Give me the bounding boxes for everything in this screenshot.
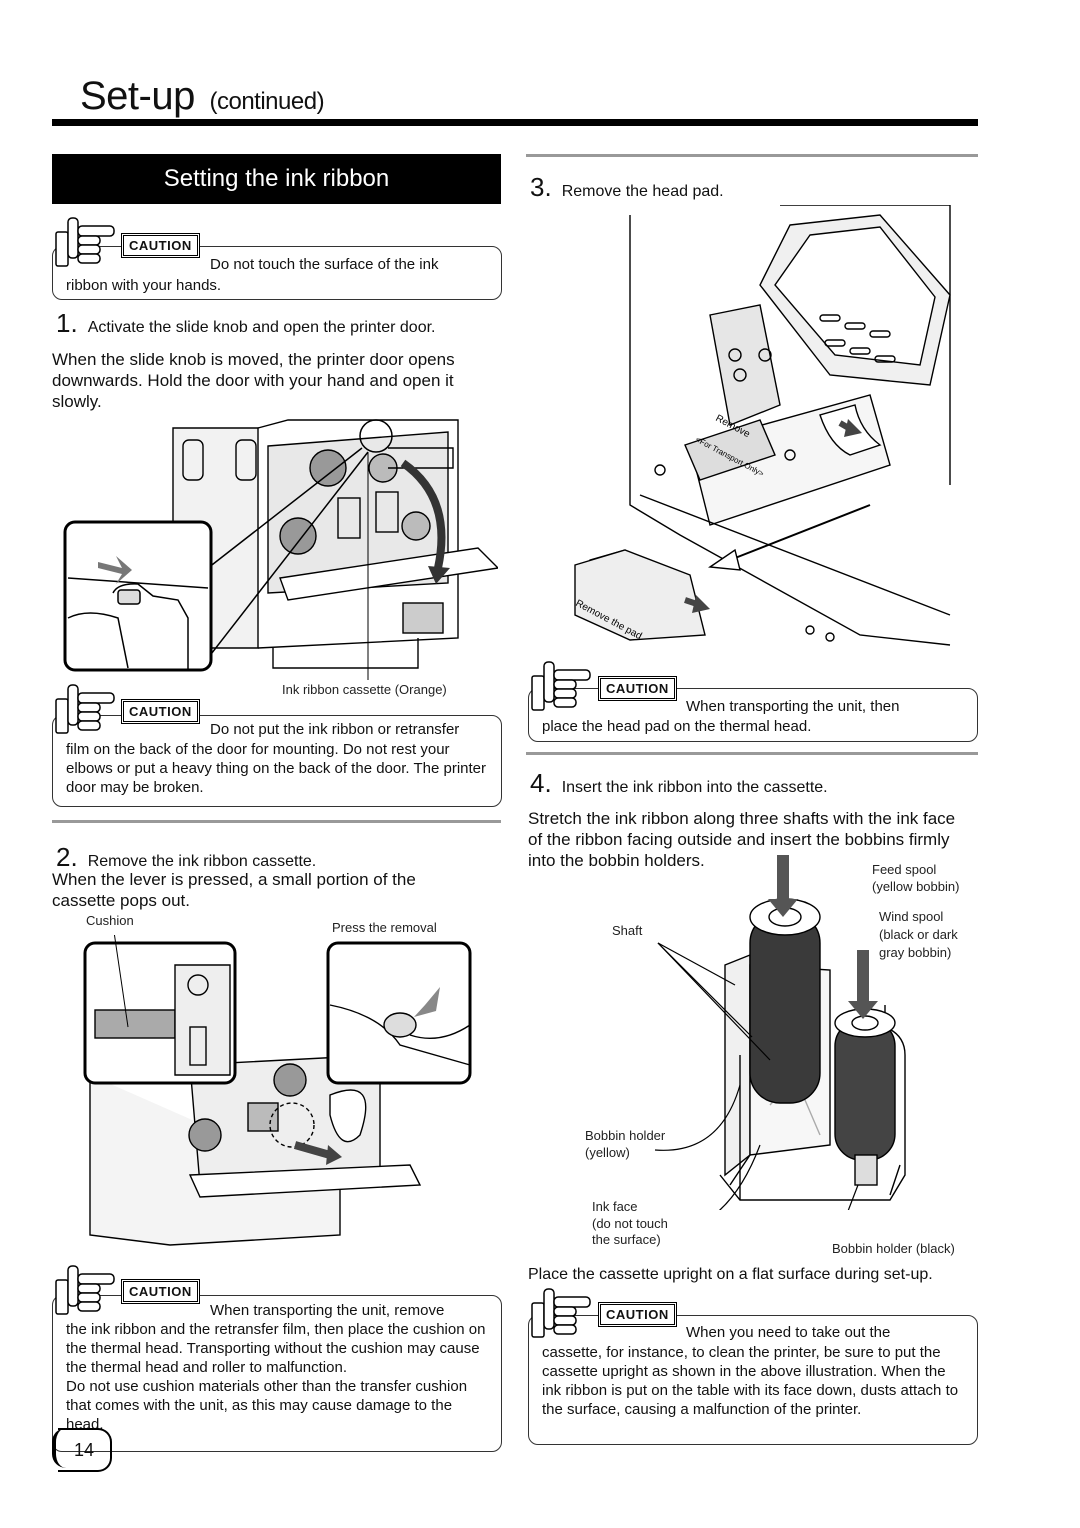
step-2: 2.Remove the ink ribbon cassette.	[56, 842, 317, 872]
ink-face-sub-label-2: the surface)	[592, 1232, 661, 1247]
caution-badge: CAUTION	[121, 1279, 200, 1304]
section-title: Setting the ink ribbon	[52, 154, 501, 204]
step-3: 3.Remove the head pad.	[530, 172, 724, 202]
caution-box-3	[52, 1295, 502, 1452]
bobbin-holder-label: Bobbin holder	[585, 1128, 666, 1143]
caution-2-text: film on the back of the door for mountin…	[66, 741, 486, 796]
step-2-description: When the lever is pressed, a small porti…	[52, 870, 416, 910]
step-4: 4.Insert the ink ribbon into the cassett…	[530, 768, 828, 798]
caution-1-text: ribbon with your hands.	[66, 277, 222, 294]
caution-3-first-line: When transporting the unit, remove	[210, 1302, 445, 1319]
figure-1-label: Ink ribbon cassette (Orange)	[282, 682, 447, 697]
column-rule	[52, 820, 501, 823]
caution-3-text: the ink ribbon and the retransfer film, …	[66, 1321, 486, 1433]
wind-spool-sub-label-1: (black or dark	[879, 927, 958, 942]
feed-spool-label: Feed spool	[872, 862, 937, 877]
caution-badge: CAUTION	[121, 233, 200, 258]
step-4-description: Stretch the ink ribbon along three shaft…	[528, 809, 956, 870]
caution-badge: CAUTION	[121, 699, 200, 724]
caution-box-5	[528, 1315, 978, 1445]
step-1-description: When the slide knob is moved, the printe…	[52, 350, 455, 411]
wind-spool-label: Wind spool	[879, 909, 944, 924]
pointing-hand-icon	[55, 217, 115, 267]
page-number-tab	[52, 1428, 66, 1468]
bobbin-holder-black-label: Bobbin holder (black)	[832, 1241, 955, 1256]
pointing-hand-icon	[531, 1288, 591, 1338]
page-number: 14	[58, 1428, 112, 1472]
caution-4-text: place the head pad on the thermal head.	[542, 718, 812, 735]
ink-face-label: Ink face	[592, 1199, 638, 1214]
caution-5-first-line: When you need to take out the	[686, 1324, 891, 1341]
feed-spool-sub-label: (yellow bobbin)	[872, 879, 960, 894]
shaft-label: Shaft	[612, 923, 643, 938]
step-1: 1.Activate the slide knob and open the p…	[56, 308, 436, 338]
bobbin-holder-sub-label: (yellow)	[585, 1145, 630, 1160]
caution-4-first-line: When transporting the unit, then	[686, 698, 900, 715]
cassette-removal-illustration	[83, 935, 472, 1246]
caution-1-first-line: Do not touch the surface of the ink	[210, 256, 439, 273]
printer-door-illustration	[63, 419, 498, 680]
header-rule	[52, 119, 978, 126]
caution-box-2	[52, 715, 502, 807]
cushion-label: Cushion	[86, 913, 134, 928]
pointing-hand-icon	[55, 684, 115, 734]
caution-5-text: cassette, for instance, to clean the pri…	[542, 1344, 959, 1418]
press-removal-label: Press the removal	[332, 920, 437, 935]
pointing-hand-icon	[55, 1265, 115, 1315]
column-rule	[526, 752, 978, 755]
upright-note: Place the cassette upright on a flat sur…	[528, 1266, 933, 1283]
ink-ribbon-cassette-illustration	[654, 855, 906, 1210]
pointing-hand-icon	[531, 661, 591, 711]
caution-2-first-line: Do not put the ink ribbon or retransfer	[210, 721, 460, 738]
page-title: Set-up (continued)	[80, 74, 325, 118]
column-rule	[526, 154, 978, 157]
wind-spool-sub-label-2: gray bobbin)	[879, 945, 952, 960]
caution-badge: CAUTION	[598, 676, 677, 701]
page-subtitle: (continued)	[209, 88, 325, 115]
ink-face-sub-label-1: (do not touch	[592, 1216, 668, 1231]
caution-badge: CAUTION	[598, 1302, 677, 1327]
head-pad-illustration: Remove <For Transport Only> Remove the p…	[574, 205, 951, 646]
